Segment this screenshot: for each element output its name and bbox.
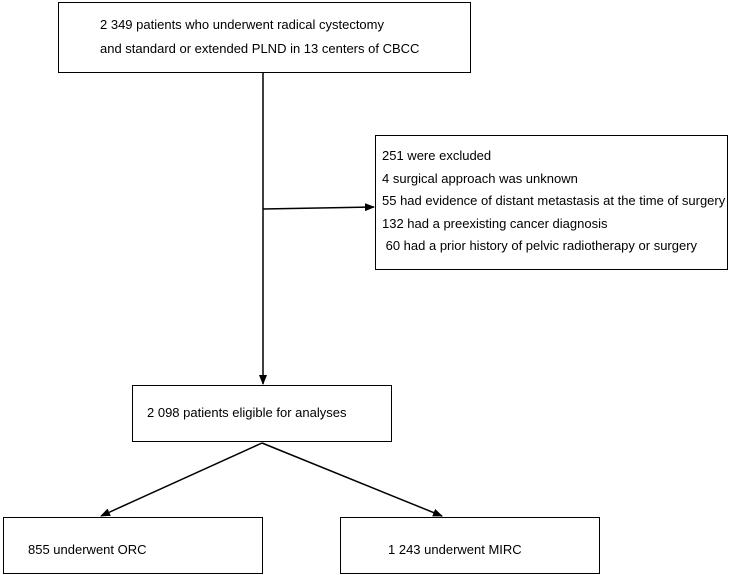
patients-enrolled-line-1: 2 349 patients who underwent radical cys… — [100, 17, 384, 32]
eligible-box: 2 098 patients eligible for analyses — [132, 385, 392, 442]
excluded-reason-pelvic-history: 60 had a prior history of pelvic radioth… — [382, 238, 698, 253]
patients-enrolled-line-2: and standard or extended PLND in 13 cent… — [100, 41, 420, 56]
mirc-box: 1 243 underwent MIRC — [340, 517, 600, 574]
patients-enrolled-box: 2 349 patients who underwent radical cys… — [58, 2, 471, 73]
excluded-box: 251 were excluded 4 surgical approach wa… — [375, 135, 728, 270]
arrow-eligible-to-orc — [100, 442, 263, 517]
excluded-reason-unknown-approach: 4 surgical approach was unknown — [382, 170, 578, 186]
excluded-reason-prior-cancer: 132 had a preexisting cancer diagnosis — [382, 215, 608, 231]
excluded-total: 251 were excluded — [382, 148, 492, 163]
arrow-eligible-to-mirc — [261, 442, 443, 517]
orc-box: 855 underwent ORC — [3, 517, 263, 574]
mirc-text: 1 243 underwent MIRC — [388, 542, 522, 557]
orc-text: 855 underwent ORC — [28, 542, 147, 557]
eligible-text: 2 098 patients eligible for analyses — [147, 405, 347, 420]
excluded-reason-metastasis: 55 had evidence of distant metastasis at… — [382, 193, 726, 208]
arrow-to-excluded — [262, 203, 375, 212]
